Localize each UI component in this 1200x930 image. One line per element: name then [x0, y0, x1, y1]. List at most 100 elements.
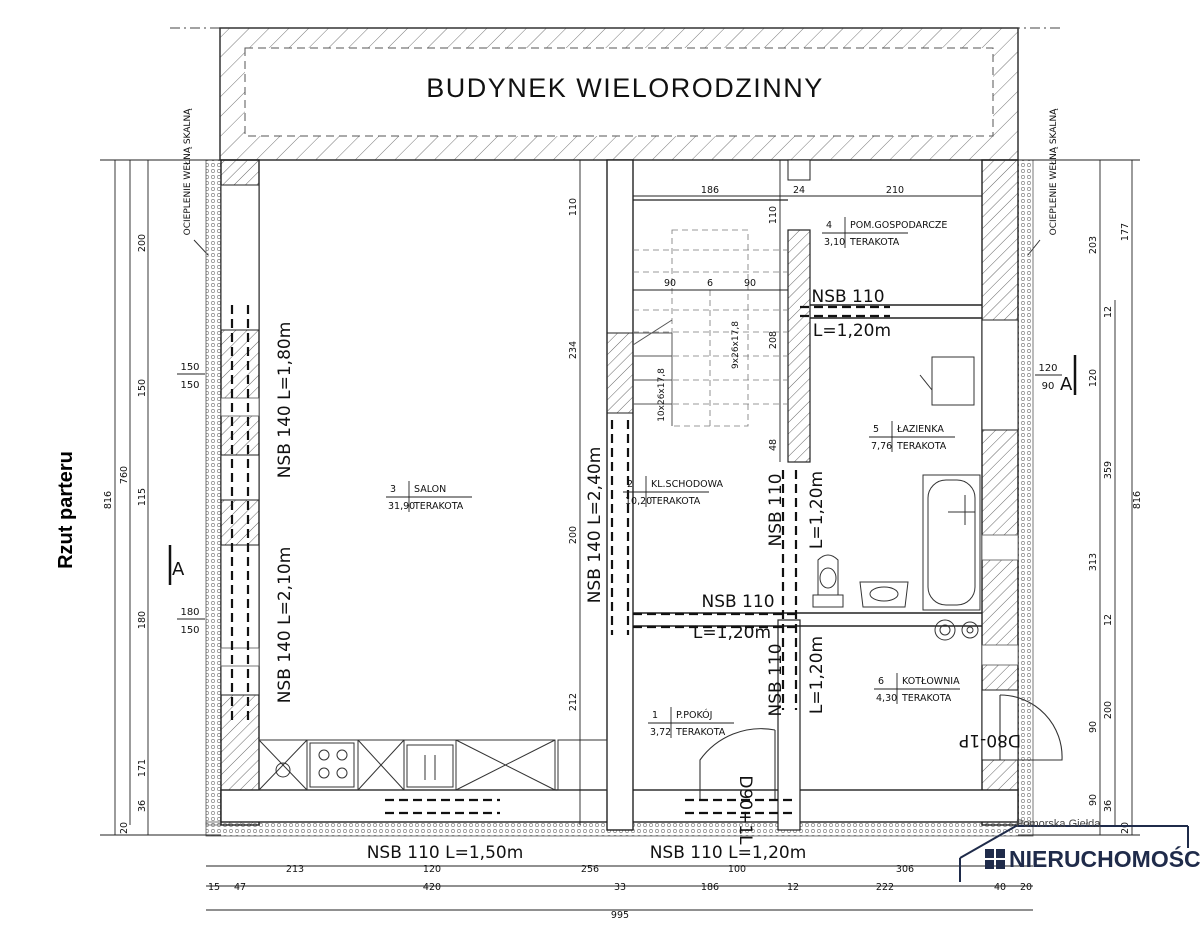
room-name: KOTŁOWNIA	[902, 676, 960, 687]
room-finish: TERAKOTA	[413, 501, 464, 512]
dim-right-seg: 12	[1103, 306, 1114, 318]
dim-left-seg: 115	[137, 488, 148, 506]
dim-right-seg: 90	[1088, 721, 1099, 733]
lintel-stair-bath-a: NSB 110	[766, 473, 786, 546]
window-1-height: 150	[180, 380, 199, 391]
lintel-util-b: L=1,20m	[813, 321, 891, 341]
dim-stair-width: 90	[664, 278, 676, 289]
room-area: 31,90	[388, 501, 415, 512]
insulation-note-left: OCIEPLENIE WEŁNĄ SKALNĄ	[183, 108, 193, 236]
window-labels: 150 150 180 150 120 90	[177, 362, 1062, 636]
lintel-entry-front: NSB 110 L=1,20m	[650, 843, 807, 863]
dim-right-seg: 12	[1103, 614, 1114, 626]
window-2-height: 150	[180, 625, 199, 636]
lintel-hall-b: L=1,20m	[693, 623, 771, 643]
room-number: 2	[627, 479, 633, 490]
dim-right-mid: 177	[1120, 223, 1131, 241]
dim-left-seg: 180	[137, 611, 148, 629]
outer-walls	[205, 159, 1034, 837]
room-name: P.POKÓJ	[676, 709, 712, 721]
logo-top-text: Pomorska Giełda	[1016, 818, 1101, 830]
doors	[699, 694, 1063, 800]
dim-right-seg: 120	[1088, 369, 1099, 387]
staircase: 10x26x17,8 9x26x17,8	[632, 229, 788, 427]
window-3-width: 120	[1038, 363, 1057, 374]
room-area: 3,72	[650, 727, 671, 738]
dim-top-seg: 24	[793, 185, 805, 196]
dim-top-seg: 186	[701, 185, 719, 196]
dim-stair-col: 234	[568, 341, 579, 359]
dim-bottom-row2: 15	[208, 882, 220, 893]
dim-right-seg: 36	[1103, 800, 1114, 812]
dim-right-seg: 20	[1120, 822, 1131, 834]
dim-right-outer: 816	[1132, 491, 1143, 509]
dim-bottom-row2: 222	[876, 882, 894, 893]
door-entry-label: D90+1L	[735, 775, 755, 845]
dim-stair-col: 200	[568, 526, 579, 544]
lintel-labels: NSB 140 L=1,80m NSB 140 L=2,10m NSB 140 …	[275, 287, 891, 863]
dim-right-seg: 90	[1088, 794, 1099, 806]
room-area: 3,10	[824, 237, 845, 248]
neighbour-building: BUDYNEK WIELORODZINNY	[170, 27, 1060, 161]
section-marks: A A	[168, 355, 1077, 585]
dim-left-seg: 36	[137, 800, 148, 812]
window-2-width: 180	[180, 607, 199, 618]
room-number: 5	[873, 424, 879, 435]
room-finish: TERAKOTA	[675, 727, 726, 738]
room-number: 1	[652, 710, 658, 721]
dim-stair-width: 90	[744, 278, 756, 289]
dimension-texts: 816 760 200 150 115 180 171 36 20 816 20…	[103, 185, 1143, 921]
dim-left-outer: 816	[103, 491, 114, 509]
lintel-salon-stair: NSB 140 L=2,40m	[585, 447, 605, 604]
room-name: ŁAZIENKA	[896, 424, 944, 435]
logo-squares-icon	[985, 849, 1005, 869]
dim-bottom-row1: 100	[728, 864, 746, 875]
dim-right-seg: 200	[1103, 701, 1114, 719]
room-finish: TERAKOTA	[896, 441, 947, 452]
room-number: 6	[878, 676, 884, 687]
dim-left-seg: 150	[137, 379, 148, 397]
dim-bottom-row1: 213	[286, 864, 304, 875]
room-label: 5 ŁAZIENKA 7,76 TERAKOTA	[869, 421, 955, 452]
dim-bottom-total: 995	[611, 910, 629, 921]
logo-main: NIERUCHOMOŚCI	[985, 843, 1200, 875]
dim-bottom-row2: 186	[701, 882, 719, 893]
interior-walls	[606, 159, 982, 831]
dim-stair-col: 212	[568, 693, 579, 711]
room-area: 10,20	[625, 496, 652, 507]
lintel-stair-bath-b: L=1,20m	[807, 471, 827, 549]
dim-top-seg: 210	[886, 185, 904, 196]
room-area: 7,76	[871, 441, 892, 452]
insulation-note-right: OCIEPLENIE WEŁNĄ SKALNĄ	[1049, 108, 1059, 236]
dim-bottom-row2: 20	[1020, 882, 1032, 893]
dimension-lines	[100, 159, 1140, 911]
dim-bottom-row2: 40	[994, 882, 1006, 893]
lintels	[230, 305, 890, 815]
dim-bottom-row1: 306	[896, 864, 914, 875]
lintel-hall-a: NSB 110	[701, 592, 774, 612]
dim-right-mid: 203	[1088, 236, 1099, 254]
dim-left-mid: 760	[119, 466, 130, 484]
lintel-salon-top: NSB 140 L=1,80m	[275, 322, 295, 479]
stair-upper-label: 9x26x17,8	[731, 321, 741, 369]
dim-bottom-row1: 256	[581, 864, 599, 875]
room-name: POM.GOSPODARCZE	[850, 220, 947, 231]
kitchen-counter	[258, 739, 608, 791]
room-name: SALON	[414, 484, 446, 495]
dim-bottom-row1: 120	[423, 864, 441, 875]
dim-bottom-row2: 33	[614, 882, 626, 893]
room-number: 4	[826, 220, 832, 231]
lintel-salon-front: NSB 110 L=1,50m	[367, 843, 524, 863]
dim-right-seg: 313	[1088, 553, 1099, 571]
lintel-util-a: NSB 110	[811, 287, 884, 307]
dim-corridor-col: 208	[768, 331, 779, 349]
stair-lower-label: 10x26x17,8	[657, 368, 667, 422]
side-title: Rzut parteru	[55, 451, 77, 569]
dim-stair-width: 6	[707, 278, 713, 289]
dim-left-seg: 171	[137, 759, 148, 777]
door-boiler-label: D80-1P	[959, 730, 1021, 750]
